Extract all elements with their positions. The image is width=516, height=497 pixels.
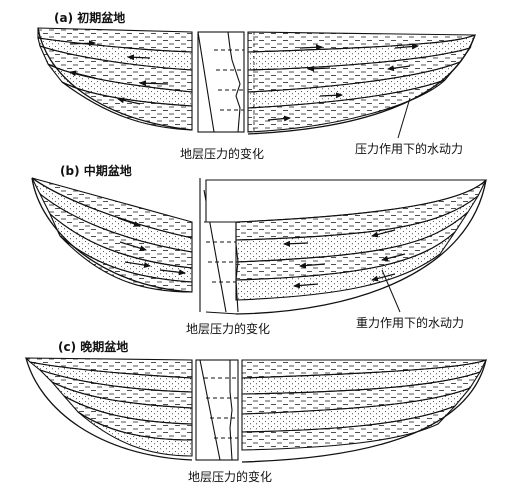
panel-a: (a) 初期盆地 [37,10,476,161]
panel-a-pressure-column [197,31,245,133]
panel-b: (b) 中期盆地 [31,163,488,336]
panel-b-flow-leader [381,269,401,313]
panel-c: (c) 晚期盆地 地层压力的变化 [24,339,488,484]
panel-b-left-basin [31,177,193,293]
panel-a-title: (a) 初期盆地 [54,10,125,25]
panel-c-pressure-column [195,359,239,461]
panel-c-left-basin [24,357,193,461]
panel-a-flow-label: 压力作用下的水动力 [355,141,463,156]
panel-a-pressure-label: 地层压力的变化 [180,146,264,161]
panel-a-left-basin [37,27,193,131]
panel-b-right-basin [205,179,488,315]
panel-a-flow-leader [397,97,411,139]
panel-c-pressure-label: 地层压力的变化 [188,469,272,484]
panel-b-pressure-label: 地层压力的变化 [186,321,270,336]
panel-b-title: (b) 中期盆地 [60,163,132,178]
panel-c-right-basin [241,358,488,463]
panel-c-title: (c) 晚期盆地 [58,339,128,354]
panel-a-right-basin [247,31,476,139]
panel-b-flow-label: 重力作用下的水动力 [356,315,464,330]
